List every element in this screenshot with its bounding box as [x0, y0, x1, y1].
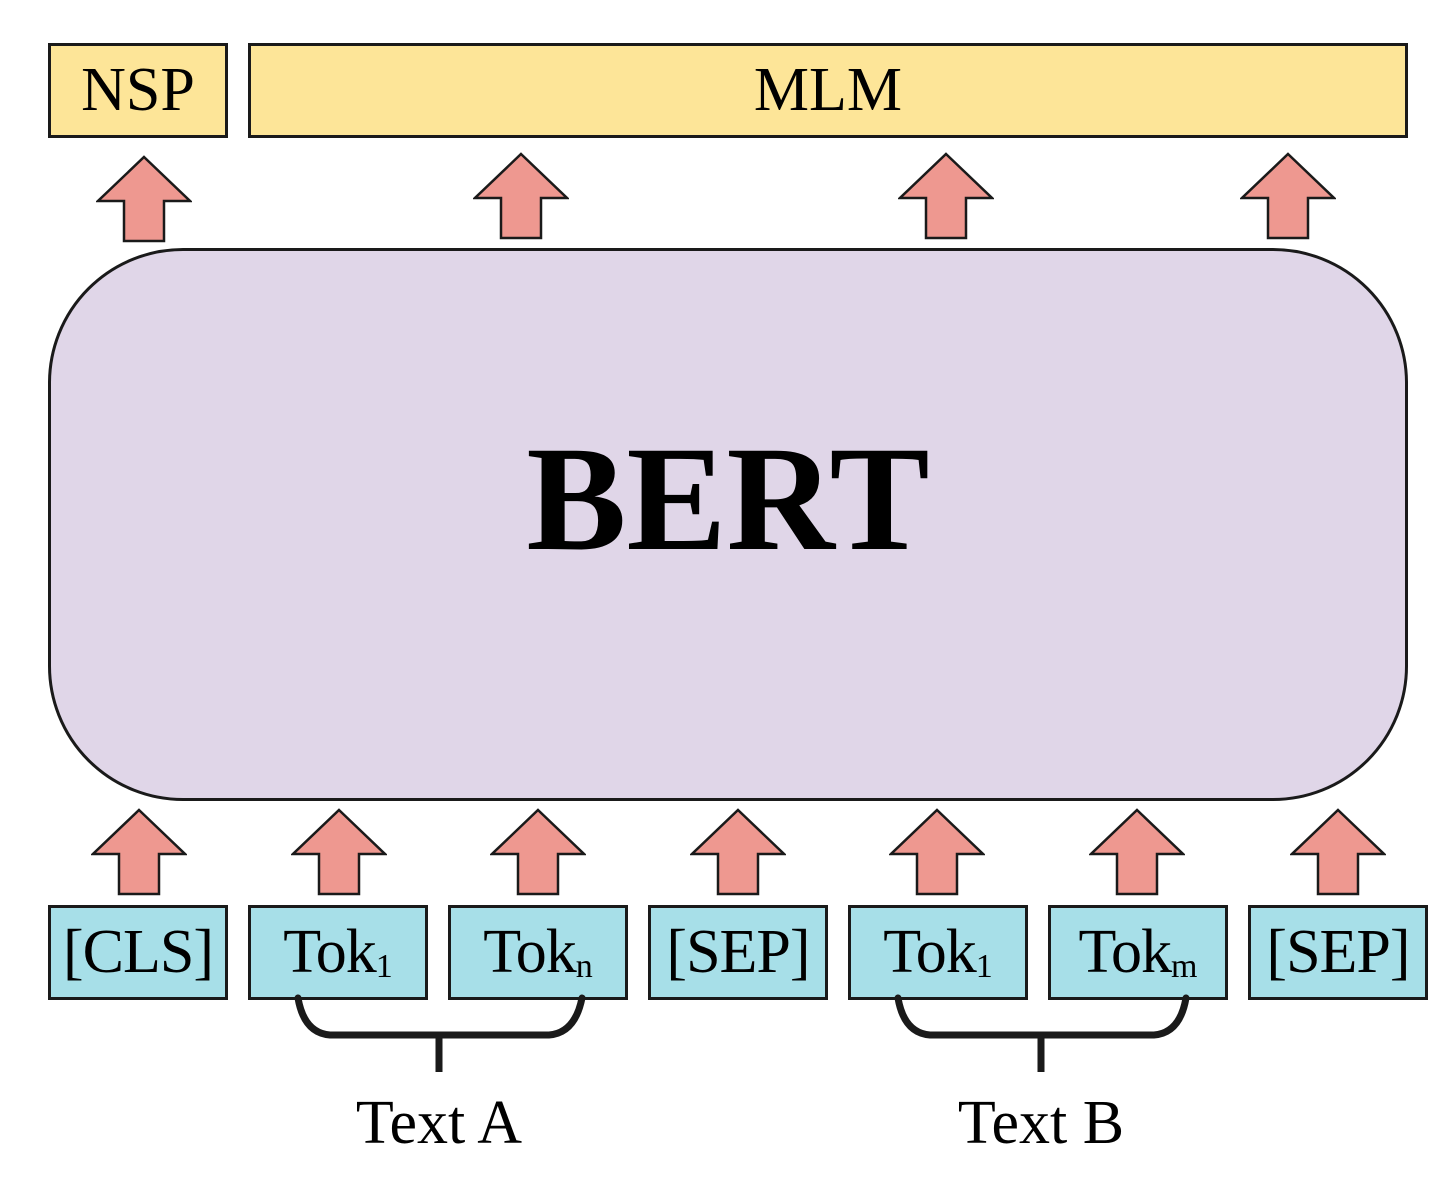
up-arrow-icon [898, 152, 994, 240]
token-text: Tok [283, 918, 377, 986]
token-text: [SEP] [666, 918, 810, 986]
mlm-label: MLM [753, 56, 903, 124]
token-subscript: n [575, 947, 593, 985]
up-arrow-icon [1290, 808, 1386, 896]
up-arrow-icon [490, 808, 586, 896]
up-arrow-icon [690, 808, 786, 896]
token-text: Tok [1078, 918, 1173, 986]
token-text: Tok [483, 918, 577, 986]
bert-model-block: BERT [48, 248, 1408, 801]
brace-text-b [894, 994, 1190, 1039]
up-arrow-icon [91, 808, 187, 896]
token-subscript: m [1171, 947, 1198, 985]
token-text: [CLS] [63, 918, 214, 986]
nsp-head-box: NSP [48, 43, 228, 138]
up-arrow-icon [1089, 808, 1185, 896]
bert-title: BERT [526, 415, 930, 582]
token-sep-a: [SEP] [648, 905, 828, 1000]
brace-text-a [294, 994, 586, 1039]
token-subscript: 1 [375, 947, 393, 985]
token-sep-b: [SEP] [1248, 905, 1428, 1000]
up-arrow-icon [889, 808, 985, 896]
up-arrow-icon [1240, 152, 1336, 240]
token-text: [SEP] [1266, 918, 1410, 986]
up-arrow-icon [473, 152, 569, 240]
up-arrow-icon [96, 155, 192, 243]
up-arrow-icon [291, 808, 387, 896]
segment-label-text-a: Text A [355, 1089, 523, 1157]
segment-label-text-b: Text B [957, 1089, 1125, 1157]
token-subscript: 1 [975, 947, 993, 985]
nsp-label: NSP [81, 56, 195, 124]
token-cls: [CLS] [48, 905, 228, 1000]
mlm-head-box: MLM [248, 43, 1408, 138]
token-text: Tok [883, 918, 977, 986]
